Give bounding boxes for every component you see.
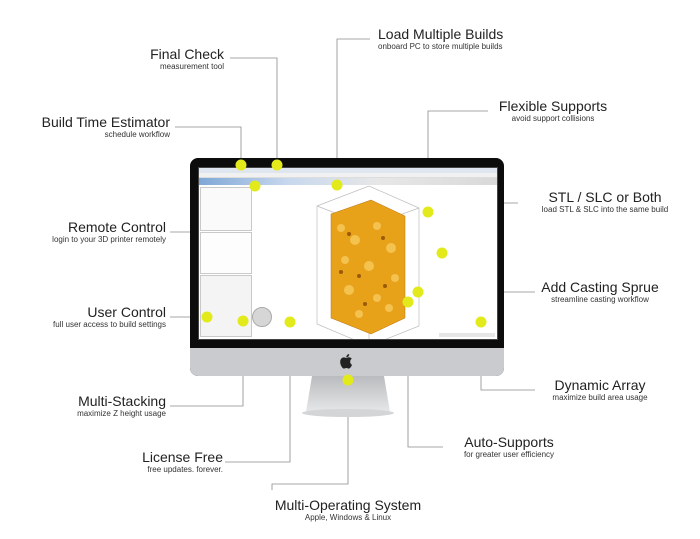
status-bar: [439, 333, 495, 337]
callout-title: Remote Control: [67, 219, 166, 235]
left-panel-tools: [200, 275, 252, 337]
monitor-chin: [190, 348, 504, 376]
left-panel-top: [200, 187, 252, 231]
apple-logo-icon: [340, 354, 352, 369]
callout-user-control: User Control full user access to build s…: [53, 304, 166, 330]
callout-title: Build Time Estimator: [41, 114, 170, 130]
marker-casting-sprue: [412, 286, 424, 298]
callout-title: License Free: [142, 449, 223, 465]
callout-subtitle: streamline casting workflow: [551, 295, 649, 304]
marker-user-control: [201, 311, 213, 323]
callout-subtitle: maximize Z height usage: [77, 409, 166, 418]
leader-build-time: [175, 126, 242, 165]
marker-multi-stacking: [237, 315, 249, 327]
callout-license-free: License Free free updates. forever.: [142, 449, 223, 475]
marker-stl-slc: [436, 247, 448, 259]
app-menubar: [199, 173, 497, 178]
callout-title: Auto-Supports: [464, 434, 554, 450]
callout-subtitle: onboard PC to store multiple builds: [378, 42, 503, 51]
callout-subtitle: Apple, Windows & Linux: [304, 513, 392, 522]
callout-subtitle: measurement tool: [159, 62, 224, 71]
callout-subtitle: free updates. forever.: [147, 465, 223, 474]
callout-stl-slc: STL / SLC or Both load STL & SLC into th…: [520, 189, 690, 215]
callout-title: Multi-Stacking: [78, 393, 166, 409]
monitor: [190, 158, 504, 376]
callout-subtitle: full user access to build settings: [53, 320, 166, 329]
app-toolbar: [199, 178, 497, 185]
callout-add-casting-sprue: Add Casting Sprue streamline casting wor…: [534, 279, 666, 305]
callout-subtitle: avoid support collisions: [511, 114, 595, 123]
callout-build-time-estimator: Build Time Estimator schedule workflow: [42, 114, 170, 140]
marker-license-free: [284, 316, 296, 328]
callout-title: Multi-Operating System: [274, 497, 422, 513]
callout-title: Dynamic Array: [554, 377, 646, 393]
callout-auto-supports: Auto-Supports for greater user efficienc…: [446, 434, 572, 460]
leader-load-builds: [336, 38, 370, 185]
callout-load-multiple-builds: Load Multiple Builds onboard PC to store…: [378, 26, 503, 52]
callout-title: User Control: [87, 304, 166, 320]
callout-flexible-supports: Flexible Supports avoid support collisio…: [488, 98, 618, 124]
callout-title: STL / SLC or Both: [548, 189, 662, 205]
callout-final-check: Final Check measurement tool: [150, 46, 224, 72]
callout-remote-control: Remote Control login to your 3D printer …: [52, 219, 166, 245]
callout-subtitle: for greater user efficiency: [463, 450, 555, 459]
marker-build-time: [235, 159, 247, 171]
callout-title: Add Casting Sprue: [541, 279, 659, 295]
screen: [198, 167, 498, 340]
callout-title: Load Multiple Builds: [378, 26, 504, 42]
callout-title: Final Check: [150, 46, 224, 62]
view-gizmo: [252, 307, 272, 327]
callout-subtitle: load STL & SLC into the same build: [541, 205, 669, 214]
leader-multi-os: [271, 380, 349, 490]
left-panel-tree: [200, 232, 252, 274]
app-titlebar: [199, 168, 497, 173]
build-volume: [316, 185, 420, 339]
callout-multi-os: Multi-Operating System Apple, Windows & …: [256, 497, 440, 523]
marker-auto-supports: [402, 296, 414, 308]
marker-load-builds: [331, 179, 343, 191]
marker-dynamic-array: [475, 316, 487, 328]
marker-final-check: [271, 159, 283, 171]
callout-title: Flexible Supports: [498, 98, 608, 114]
marker-flexible-supports: [422, 206, 434, 218]
callout-dynamic-array: Dynamic Array maximize build area usage: [537, 377, 663, 403]
callout-subtitle: maximize build area usage: [552, 393, 648, 402]
callout-multi-stacking: Multi-Stacking maximize Z height usage: [77, 393, 166, 419]
callout-subtitle: schedule workflow: [104, 130, 170, 139]
marker-remote-control: [249, 180, 261, 192]
callout-subtitle: login to your 3D printer remotely: [52, 235, 166, 244]
marker-multi-os: [342, 374, 354, 386]
leader-final-check: [230, 57, 278, 165]
